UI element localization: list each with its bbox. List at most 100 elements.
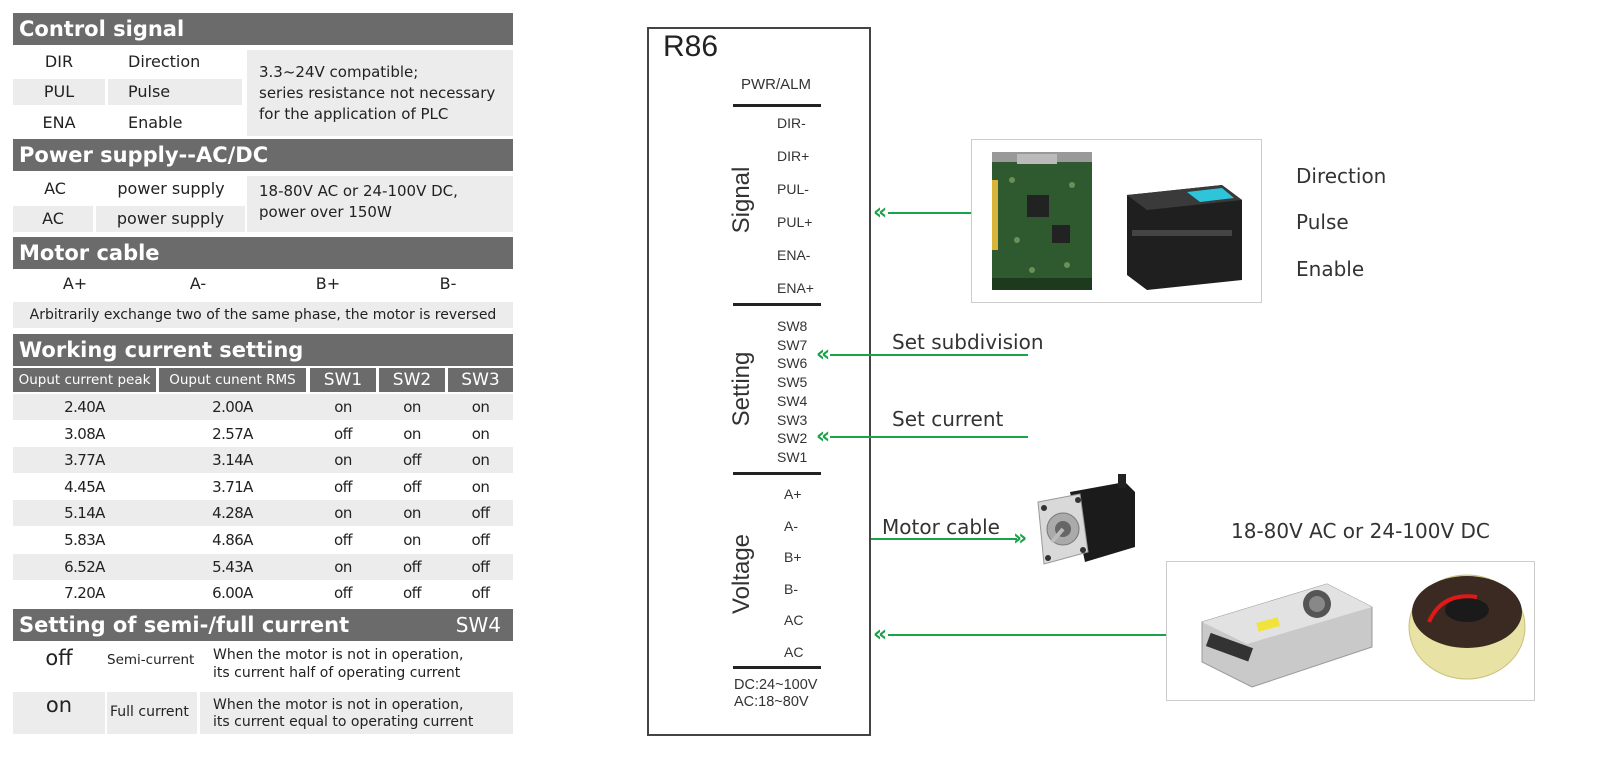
switch-state-cell: on [403,424,421,443]
col-header-sw2: SW2 [379,368,445,392]
switch-state-cell: on [310,553,376,580]
signal-code: DIR [44,52,74,71]
section-title: Working current setting [19,338,304,362]
peak-current-cell: 3.77A [13,447,156,474]
separator [733,472,821,475]
signal-name: Enable [128,113,183,132]
switch-state-cell: on [403,531,421,549]
desc-line: When the motor is not in operation, [213,647,464,663]
separator [733,104,821,107]
signal-code: PUL [13,79,105,105]
motor-wire [871,538,1017,540]
rating-line: DC:24~100V [734,677,818,693]
terminal-setting-pin: SW7 [777,336,808,353]
signal-name: Pulse [108,79,242,105]
controller-devices-icon [992,152,1242,290]
status-led-label: PWR/ALM [741,76,812,93]
switch-state-cell: on [379,394,445,420]
motor-cable-label: Motor cable [882,515,1000,539]
power-code: AC [44,179,66,198]
set-subdivision-label: Set subdivision [892,330,1044,354]
arrow-out-icon: » [1013,526,1028,551]
switch-state-cell: off [379,447,445,474]
switch-state-cell: off [403,477,422,496]
controller-label-pulse: Pulse [1296,210,1349,234]
terminal-voltage-pin: AC [784,643,804,660]
set-current-label: Set current [892,407,1004,431]
arrow-in-icon: « [816,342,831,367]
section-title: Control signal [19,17,185,41]
power-supply-header: Power supply--AC/DC [13,139,513,171]
terminal-signal-pin: DIR+ [777,148,810,164]
switch-state-cell: off [471,584,491,603]
col-header-peak: Ouput current peak [13,368,156,392]
group-label-signal: Signal [728,166,755,234]
power-supply-label: 18-80V AC or 24-100V DC [1231,519,1490,543]
stepper-motor-icon [1037,474,1135,565]
switch-state-cell: off [334,584,353,603]
motor-pin: A- [189,274,207,293]
terminal-setting-pin: SW1 [777,448,808,465]
signal-code: ENA [42,113,76,132]
sw4-description: When the motor is not in operation, its … [213,646,513,682]
rms-current-cell: 2.57A [212,424,253,443]
terminal-voltage-pin: AC [784,612,804,628]
power-image-box [1166,561,1535,701]
peak-current-cell: 7.20A [64,584,105,603]
desc-line: power over 150W [259,203,392,221]
group-label-voltage: Voltage [728,533,755,615]
peak-current-cell: 6.52A [13,553,156,580]
terminal-voltage-pin: A- [784,517,798,534]
terminal-setting-pin: SW2 [777,430,808,447]
col-header-rms: Ouput cunent RMS [159,368,306,392]
col-header-sw1: SW1 [310,368,376,392]
power-supply-devices-icon [1201,574,1526,688]
rms-current-cell: 3.71A [212,477,253,496]
rms-current-cell: 2.00A [159,394,306,420]
signal-wire [888,212,972,214]
switch-state-cell: on [310,500,376,527]
terminal-voltage-pin: A+ [784,486,802,502]
peak-current-cell: 5.83A [64,531,105,549]
power-supply-description: 18-80V AC or 24-100V DC, power over 150W [247,176,513,232]
rms-current-cell: 4.28A [159,500,306,527]
voltage-rating: DC:24~100V AC:18~80V [734,677,817,711]
rms-current-cell: 6.00A [212,584,253,603]
power-name: power supply [96,206,245,232]
terminal-setting-pin: SW5 [777,374,808,391]
peak-current-cell: 4.45A [64,477,105,496]
switch-state-cell: off [471,531,491,549]
terminal-setting-pin: SW8 [777,318,808,334]
sw4-state: off [45,646,73,670]
switch-state-cell: on [310,394,376,420]
power-name: power supply [117,179,225,198]
motor-pin: B+ [315,274,341,293]
switch-label: SW4 [455,613,501,637]
arrow-in-icon: « [873,622,888,647]
sw4-mode: Semi-current [107,652,195,668]
switch-state-cell: on [471,477,490,496]
terminal-voltage-pin: B- [784,580,798,597]
switch-state-cell: off [448,500,513,527]
peak-current-cell: 2.40A [13,394,156,420]
terminal-signal-pin: PUL- [777,181,809,197]
separator [733,666,821,669]
switch-state-cell: off [379,553,445,580]
terminal-voltage-pin: B+ [784,549,802,565]
switch-state-cell: off [448,553,513,580]
current-wire [830,436,1028,438]
sw4-description: When the motor is not in operation, its … [200,692,513,734]
desc-line: 3.3~24V compatible; [259,63,419,81]
switch-state-cell: on [379,500,445,527]
driver-outline [647,27,871,736]
rms-current-cell: 3.14A [159,447,306,474]
subdivision-wire [830,354,1028,356]
switch-state-cell: off [334,424,353,443]
terminal-setting-pin: SW6 [777,355,808,372]
